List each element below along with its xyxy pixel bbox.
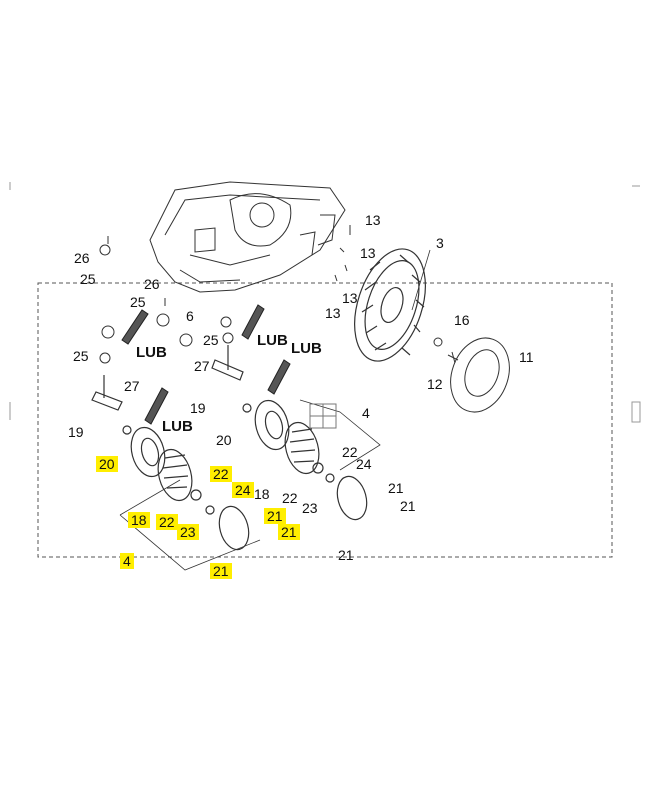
washer-16 xyxy=(433,337,443,347)
part-label: 21 xyxy=(400,498,416,514)
highlighted-part-label: 22 xyxy=(156,514,178,530)
lub-label: LUB xyxy=(291,340,322,357)
part-label: 20 xyxy=(216,432,232,448)
bolt-12 xyxy=(447,351,459,364)
edge-marks xyxy=(9,182,641,423)
part-label: 21 xyxy=(338,547,354,563)
highlighted-part-label: 21 xyxy=(278,524,300,540)
part-label: 25 xyxy=(73,348,89,364)
axles xyxy=(91,345,244,411)
lub-label: LUB xyxy=(162,418,193,435)
rear-wheel xyxy=(354,248,426,362)
part-label: 13 xyxy=(342,290,358,306)
part-label: 22 xyxy=(282,490,298,506)
grid-icon xyxy=(309,403,337,429)
part-label: 16 xyxy=(454,312,470,328)
highlighted-part-label: 22 xyxy=(210,466,232,482)
part-label: 13 xyxy=(365,212,381,228)
part-label: 23 xyxy=(302,500,318,516)
part-label: 4 xyxy=(362,405,370,421)
highlighted-part-label: 21 xyxy=(264,508,286,524)
part-label: 26 xyxy=(144,276,160,292)
part-label: 6 xyxy=(186,308,194,324)
lub-label: LUB xyxy=(257,332,288,349)
highlighted-part-label: 24 xyxy=(232,482,254,498)
highlighted-part-label: 18 xyxy=(128,512,150,528)
part-label: 25 xyxy=(80,271,96,287)
part-label: 24 xyxy=(356,456,372,472)
part-label: 11 xyxy=(519,349,534,365)
mower-deck-housing xyxy=(149,181,346,293)
front-wheel-right xyxy=(242,399,368,521)
hubcap xyxy=(450,337,510,413)
part-label: 25 xyxy=(203,332,219,348)
part-label: 22 xyxy=(342,444,358,460)
part-label: 18 xyxy=(254,486,270,502)
part-label: 13 xyxy=(325,305,341,321)
grease-tubes xyxy=(121,304,291,425)
part-label: 13 xyxy=(360,245,376,261)
part-label: 27 xyxy=(194,358,210,374)
part-label: 25 xyxy=(130,294,146,310)
part-label: 21 xyxy=(388,480,404,496)
dashed-frame xyxy=(37,282,613,558)
callout-lines xyxy=(119,249,431,571)
front-wheel-left xyxy=(122,425,250,551)
bushings-left xyxy=(99,236,234,364)
part-label: 19 xyxy=(68,424,84,440)
part-label: 12 xyxy=(427,376,443,392)
highlighted-part-label: 21 xyxy=(210,563,232,579)
screws-13 xyxy=(334,225,351,282)
part-label: 27 xyxy=(124,378,140,394)
highlighted-part-label: 20 xyxy=(96,456,118,472)
part-label: 19 xyxy=(190,400,206,416)
highlighted-part-label: 4 xyxy=(120,553,134,569)
highlighted-part-label: 23 xyxy=(177,524,199,540)
part-label: 3 xyxy=(436,235,444,251)
lub-label: LUB xyxy=(136,344,167,361)
part-label: 26 xyxy=(74,250,90,266)
